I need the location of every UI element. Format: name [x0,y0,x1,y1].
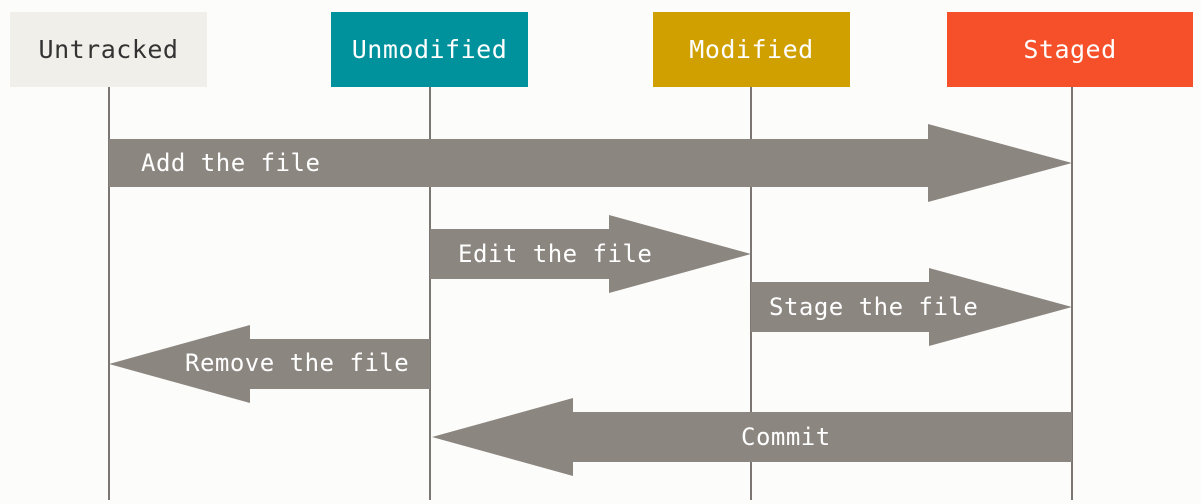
state-untracked-label: Untracked [38,35,179,64]
arrow-edit-the-file [430,215,751,293]
state-unmodified-label: Unmodified [351,35,508,64]
label-edit-the-file: Edit the file [458,240,653,268]
state-staged: Staged [947,12,1193,87]
label-add-the-file: Add the file [141,149,321,177]
lifeline-unmodified [429,87,431,500]
arrow-commit [432,398,1072,476]
label-remove-the-file: Remove the file [185,349,410,377]
lifeline-staged [1071,87,1073,500]
state-modified-label: Modified [689,35,814,64]
arrow-stage-the-file [751,268,1072,346]
state-unmodified: Unmodified [331,12,528,87]
lifeline-untracked [108,87,110,500]
arrow-add-the-file [109,124,1072,202]
state-modified: Modified [653,12,850,87]
label-commit: Commit [741,423,831,451]
label-stage-the-file: Stage the file [769,293,979,321]
state-untracked: Untracked [10,12,207,87]
state-staged-label: Staged [1023,35,1117,64]
arrow-remove-the-file [109,325,430,403]
